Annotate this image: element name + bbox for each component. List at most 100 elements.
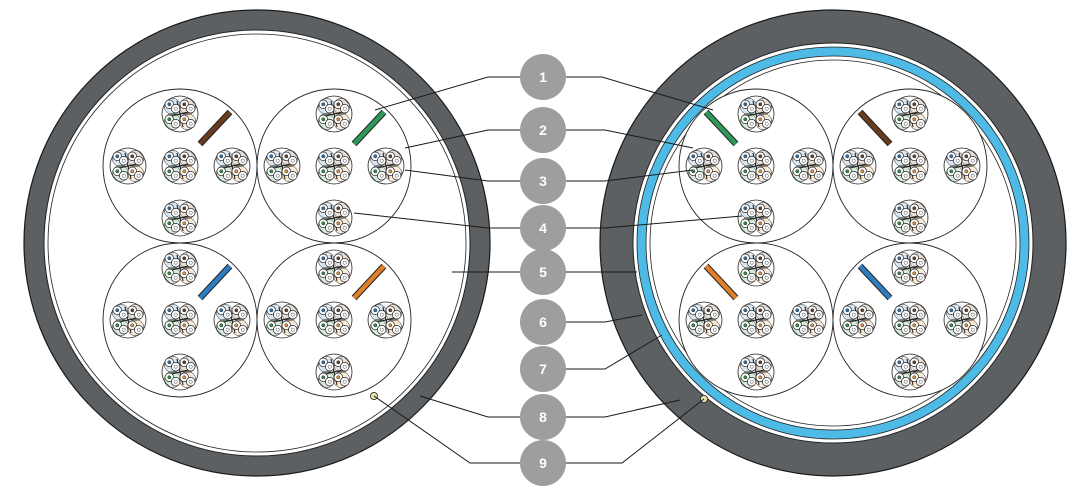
cat-cable (315, 95, 353, 133)
conductor-core (912, 221, 917, 226)
twisted-pair (281, 150, 298, 167)
twisted-pair (909, 98, 926, 115)
twisted-pair (127, 304, 144, 321)
twisted-pair (216, 165, 233, 182)
conductor-core (173, 225, 178, 230)
conductor-core (240, 173, 245, 178)
twisted-pair (755, 113, 772, 130)
conductor-core (167, 360, 172, 365)
conductor-core (327, 327, 332, 332)
conductor-core (970, 327, 975, 332)
twisted-pair (127, 165, 144, 182)
conductor-core (167, 169, 172, 174)
twisted-pair (755, 217, 772, 234)
conductor-core (743, 271, 748, 276)
conductor-core (173, 275, 178, 280)
twisted-pair (688, 304, 705, 321)
conductor-core (219, 308, 224, 313)
conductor-core (182, 102, 187, 107)
conductor-core (801, 158, 806, 163)
conductor-core (121, 312, 126, 317)
conductor-core (764, 312, 769, 317)
conductor-core (388, 308, 393, 313)
twisted-pair (266, 304, 283, 321)
conductor-core (918, 364, 923, 369)
twisted-pair (909, 150, 926, 167)
twisted-pair (909, 319, 926, 336)
conductor-core (764, 364, 769, 369)
conductor-core (749, 275, 754, 280)
conductor-core (284, 154, 289, 159)
cat-cable (789, 147, 827, 185)
conductor-core (918, 225, 923, 230)
conductor-core (706, 154, 711, 159)
conductor-core (342, 225, 347, 230)
conductor-core (918, 260, 923, 265)
conductor-core (912, 323, 917, 328)
conductor-core (115, 308, 120, 313)
leader-line (404, 129, 520, 149)
conductor-core (764, 210, 769, 215)
twisted-pair (127, 150, 144, 167)
conductor-core (712, 173, 717, 178)
conductor-core (321, 221, 326, 226)
cable-unit (678, 242, 834, 398)
twisted-pair (894, 319, 911, 336)
callout-badge-circle (520, 54, 566, 100)
cat-cable (891, 147, 929, 185)
conductor-core (955, 158, 960, 163)
twisted-pair (688, 319, 705, 336)
twisted-pair (894, 252, 911, 269)
conductor-core (918, 210, 923, 215)
twisted-pair (755, 356, 772, 373)
conductor-core (167, 221, 172, 226)
callout-badges: 1 2 3 4 5 6 7 8 9 (520, 54, 566, 486)
twisted-pair (164, 113, 181, 130)
conductor-core (321, 256, 326, 261)
conductor-core (173, 260, 178, 265)
twisted-pair (857, 165, 874, 182)
leader-lines (353, 76, 743, 464)
conductor-core (749, 327, 754, 332)
conductor-core (188, 158, 193, 163)
twisted-pair (894, 113, 911, 130)
cat-cable (161, 95, 199, 133)
conductor-core (697, 312, 702, 317)
twisted-pair (333, 267, 350, 284)
conductor-core (851, 312, 856, 317)
twisted-pair (807, 304, 824, 321)
twisted-pair (961, 304, 978, 321)
conductor-core (758, 308, 763, 313)
conductor-core (188, 210, 193, 215)
twisted-pair (807, 165, 824, 182)
twisted-pair (740, 113, 757, 130)
twisted-pair (755, 252, 772, 269)
leader-line (373, 395, 520, 464)
conductor-core (866, 158, 871, 163)
callout-7: 7 (520, 346, 566, 392)
conductor-core (219, 323, 224, 328)
twisted-pair (164, 165, 181, 182)
twisted-pair (179, 217, 196, 234)
conductor-core (903, 106, 908, 111)
conductor-core (795, 323, 800, 328)
cat-cable (315, 199, 353, 237)
conductor-core (342, 173, 347, 178)
conductor-core (182, 323, 187, 328)
callout-badge-circle (520, 205, 566, 251)
conductor-core (225, 158, 230, 163)
conductor-core (321, 375, 326, 380)
callout-badge-circle (520, 440, 566, 486)
conductor-core (764, 327, 769, 332)
twisted-pair (179, 150, 196, 167)
conductor-core (749, 379, 754, 384)
callout-label-8: 8 (539, 409, 547, 425)
conductor-core (795, 169, 800, 174)
conductor-core (743, 169, 748, 174)
twisted-pair (164, 356, 181, 373)
conductor-core (121, 173, 126, 178)
conductor-core (327, 260, 332, 265)
twisted-pair (266, 319, 283, 336)
conductor-core (115, 323, 120, 328)
